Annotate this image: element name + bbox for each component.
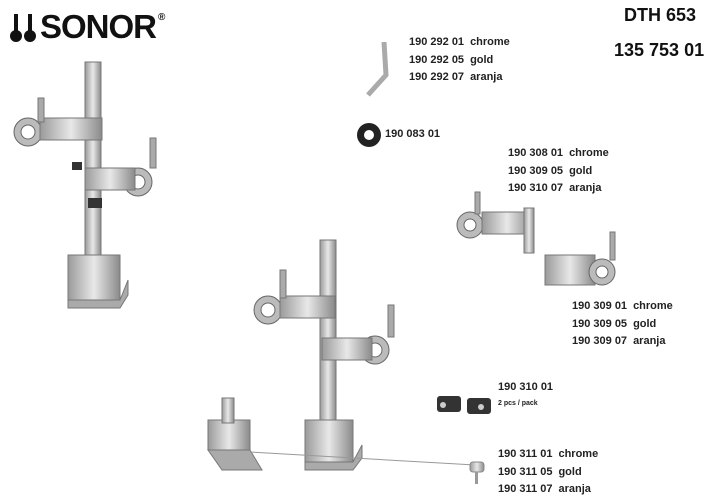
part-finish: gold (569, 164, 593, 177)
part-number: 190 309 01 (572, 300, 628, 312)
part-number-blocks: 190 310 01 (498, 381, 554, 393)
brand-name: SONOR (40, 8, 157, 45)
part-label-group-upper-clamp: 190 308 01 chrome 190 309 05 gold 190 310 … (508, 145, 609, 198)
sonor-key-icon (10, 14, 36, 42)
part-finish: aranja (569, 182, 602, 194)
part-finish: aranja (633, 335, 666, 347)
left-assembly-drawing (13, 61, 157, 309)
wire-end-drawing (469, 461, 485, 473)
lower-clamp-drawing (544, 231, 616, 286)
part-finish: gold (470, 53, 494, 66)
part-number: 190 311 07 (498, 483, 553, 495)
part-finish: aranja (470, 71, 503, 83)
brand-logo: SONOR® (40, 8, 165, 46)
part-label-group-lower-clamp: 190 309 01 chrome 190 309 05 gold 190 309 … (572, 298, 673, 351)
model-code: DTH 653 (624, 5, 697, 25)
part-number: 190 311 05 (498, 465, 553, 478)
part-number: 190 310 07 (508, 182, 564, 194)
part-number: 190 308 01 (508, 147, 564, 159)
rod-drawing (366, 41, 389, 97)
part-number: 190 292 07 (409, 71, 465, 83)
part-number: 190 311 01 (498, 448, 553, 460)
part-number: 190 309 05 (508, 164, 564, 177)
model-article-number: 135 753 01 (614, 40, 705, 60)
part-finish: chrome (558, 448, 599, 460)
part-finish: aranja (558, 483, 591, 495)
upper-clamp-drawing (456, 191, 535, 254)
part-number-knob: 190 083 01 (385, 128, 441, 140)
part-number: 190 292 01 (409, 36, 465, 48)
part-label-group-rod: 190 292 01 chrome 190 292 05 gold 190 292 … (409, 34, 510, 87)
part-finish: chrome (569, 147, 609, 159)
part-finish: chrome (470, 36, 510, 48)
part-number: 190 309 05 (572, 317, 628, 330)
part-number: 190 309 07 (572, 335, 628, 347)
registered-mark: ® (158, 12, 165, 23)
center-assembly-drawing (207, 239, 476, 471)
part-finish: chrome (633, 300, 673, 312)
blocks-drawing (437, 396, 491, 414)
part-label-group-wire: 190 311 01 chrome 190 311 05 gold 190 311 … (498, 446, 598, 499)
part-note-blocks: 2 pcs / pack (498, 400, 538, 407)
part-finish: gold (558, 465, 582, 478)
part-number: 190 292 05 (409, 53, 465, 66)
part-finish: gold (633, 317, 657, 330)
